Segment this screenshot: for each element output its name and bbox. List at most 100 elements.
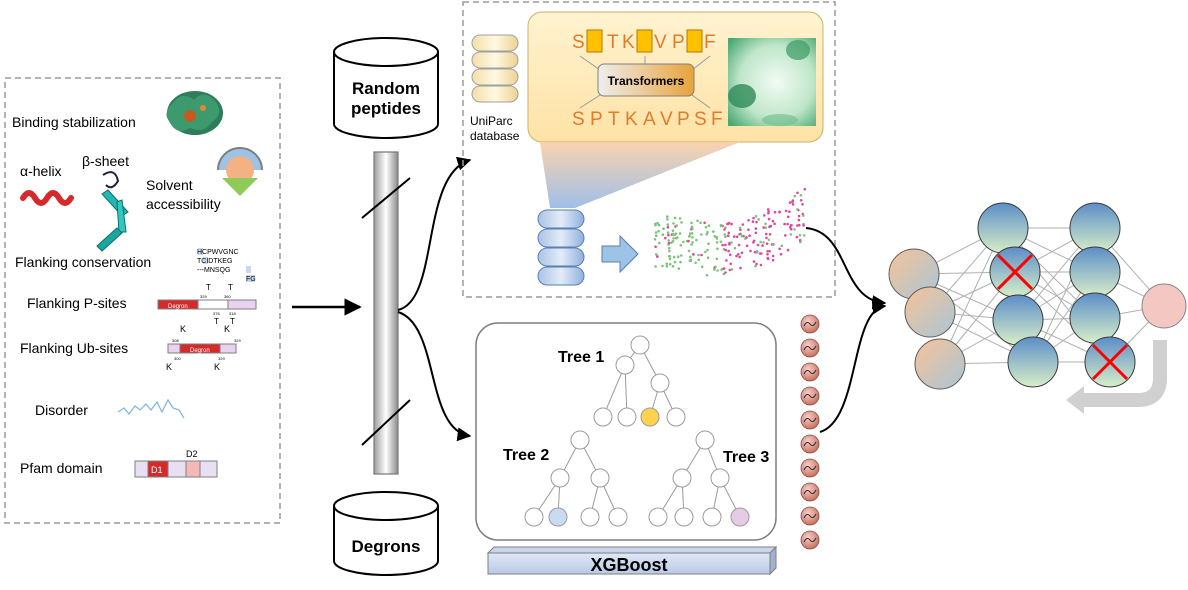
transformers-label: Transformers xyxy=(608,74,685,88)
seq-1: P xyxy=(590,109,603,130)
feature-panel: Binding stabilization α-helix β-sheet So… xyxy=(4,77,281,524)
scatter-point xyxy=(739,232,742,236)
scatter-point xyxy=(696,219,699,223)
scatter-point xyxy=(671,229,675,232)
scatter-point xyxy=(690,221,693,225)
scatter-point xyxy=(670,241,673,244)
scatter-point xyxy=(691,227,694,230)
scatter-point xyxy=(773,222,776,226)
tree-node xyxy=(608,507,628,527)
nn-hidden-node xyxy=(1069,202,1121,254)
alignment-row-4: FG xyxy=(246,276,256,283)
scatter-point xyxy=(665,265,669,268)
scatter-point xyxy=(736,253,740,256)
scatter-point xyxy=(802,224,805,227)
scatter-point xyxy=(788,201,792,204)
ub-pos-g: 300 xyxy=(174,356,181,361)
p-degron-tag: Degron xyxy=(168,304,188,310)
beta-sheet-icon xyxy=(96,171,129,252)
feedback-loop-icon xyxy=(1078,340,1167,407)
scatter-point xyxy=(668,254,671,258)
scatter-point xyxy=(672,222,675,225)
scatter-point xyxy=(764,232,768,236)
scatter-point xyxy=(706,230,709,234)
scatter-point xyxy=(730,222,733,226)
scatter-point xyxy=(756,243,760,247)
scatter-point xyxy=(666,231,670,234)
scatter-point xyxy=(752,216,755,220)
beta-sheet-label: β-sheet xyxy=(82,153,129,169)
p-t4: T xyxy=(230,317,235,326)
scatter-point xyxy=(728,253,732,257)
solvent-label-2: accessibility xyxy=(146,196,221,212)
scatter-point xyxy=(682,240,685,244)
tree-node xyxy=(672,468,692,488)
output-ball-curve xyxy=(803,321,817,327)
seq-0: S xyxy=(572,109,585,130)
flanking-p-sites-label: Flanking P-sites xyxy=(27,295,127,311)
scatter-point xyxy=(737,243,741,247)
scatter-point xyxy=(724,235,727,238)
scatter-point xyxy=(679,244,683,247)
scatter-point xyxy=(654,223,657,227)
scatter-point xyxy=(706,256,710,260)
scatter-point xyxy=(738,226,742,230)
scatter-point xyxy=(666,218,669,221)
scatter-point xyxy=(765,242,769,245)
scatter-point xyxy=(751,220,755,223)
alpha-helix-label: α-helix xyxy=(20,163,62,179)
scatter-point xyxy=(715,241,719,244)
output-ball-curve xyxy=(803,393,817,399)
scatter-point xyxy=(799,240,802,244)
scatter-point xyxy=(728,268,732,272)
scatter-point xyxy=(793,194,797,198)
xgboost-box xyxy=(475,322,777,541)
uniparc-label-2: database xyxy=(470,129,520,143)
scatter-point xyxy=(667,241,671,245)
scatter-point xyxy=(759,240,762,244)
scatter-point xyxy=(654,265,657,268)
scatter-point xyxy=(749,249,752,253)
scatter-point xyxy=(680,221,683,224)
seq-3: K xyxy=(625,109,638,130)
scatter-point xyxy=(796,208,799,211)
masked-sequence: S T K V P F xyxy=(572,29,716,53)
pfam-d1: D1 xyxy=(151,465,163,475)
scatter-point xyxy=(766,253,769,256)
scatter-point xyxy=(724,243,727,247)
flanking-ub-sites-label: Flanking Ub-sites xyxy=(20,340,128,356)
output-ball-curve xyxy=(803,513,817,519)
scatter-point xyxy=(730,268,734,271)
tree-node xyxy=(593,407,613,427)
scatter-point xyxy=(745,244,749,248)
scatter-point xyxy=(766,208,770,211)
scatter-point xyxy=(668,262,672,266)
xgboost-bar: XGBoost xyxy=(486,545,778,576)
scatter-point xyxy=(795,235,799,239)
xgboost-label: XGBoost xyxy=(590,555,667,575)
p-sites-icon: Degron T T T T 329 360 376 318 xyxy=(157,283,257,326)
scatter-point xyxy=(754,231,758,235)
scatter-point xyxy=(759,263,763,267)
xgboost-panel: Tree 1 Tree 2 Tree 3 XGBoost xyxy=(475,314,820,576)
tree-node xyxy=(648,507,668,527)
degrons-cylinder: Degrons xyxy=(333,491,439,576)
scatter-point xyxy=(691,236,694,239)
scatter-point xyxy=(688,235,691,238)
scatter-point xyxy=(655,253,658,256)
alignment-icon: HCPWVGNC TCIDTKEG ---MNSQG FG xyxy=(197,248,256,283)
p-pos-a: 329 xyxy=(200,294,207,299)
scatter-point xyxy=(697,258,701,262)
scatter-point xyxy=(653,238,657,241)
output-ball-curve xyxy=(803,537,817,543)
embedding-beam xyxy=(540,142,740,208)
scatter-point xyxy=(796,224,799,227)
scatter-point xyxy=(676,255,680,258)
random-peptides-cylinder: Random peptides xyxy=(333,37,439,139)
nn-hidden-node xyxy=(977,202,1029,254)
scatter-point xyxy=(673,260,677,264)
solvent-accessibility-icon xyxy=(217,147,263,196)
tree-node xyxy=(570,430,590,450)
scatter-point xyxy=(705,232,709,236)
output-ball-curve xyxy=(803,489,817,495)
